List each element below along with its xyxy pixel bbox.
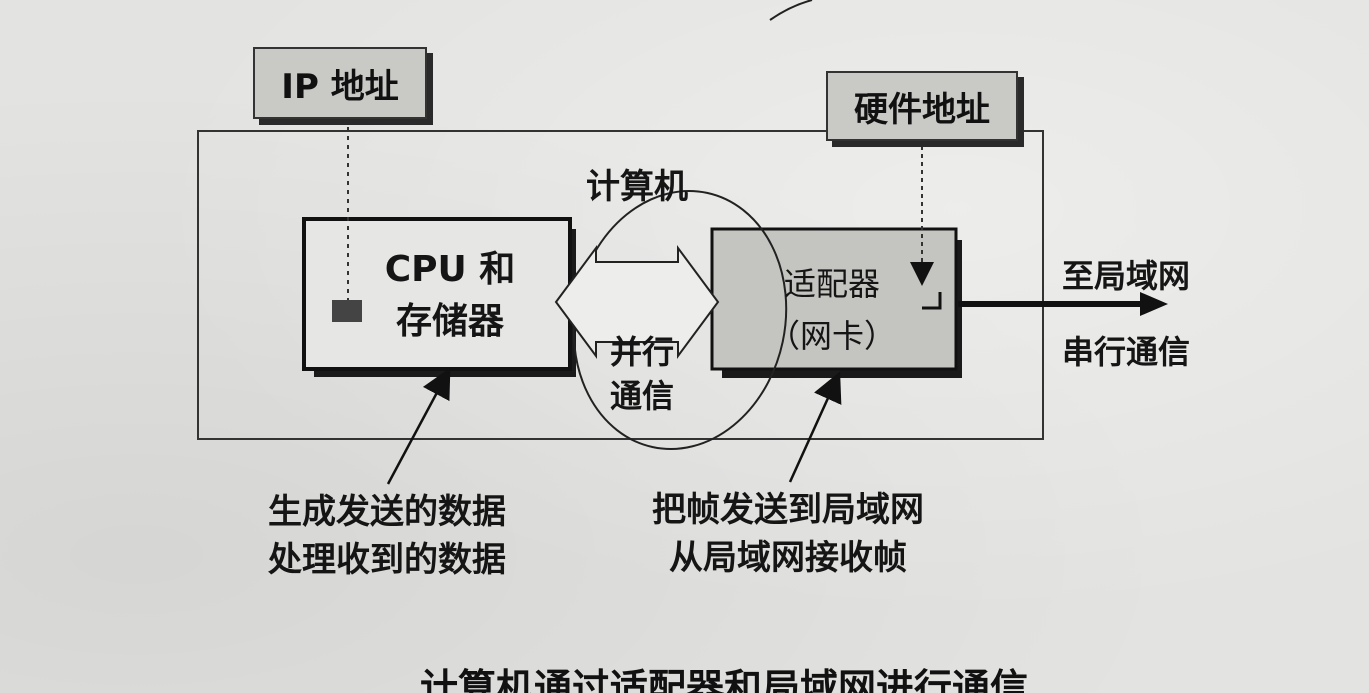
parallel-line2: 通信	[609, 377, 674, 415]
adapter-caption-line2: 从局域网接收帧	[669, 538, 907, 578]
ip-address-tag: IP 地址	[253, 47, 427, 119]
adapter-caption: 把帧发送到局域网 从局域网接收帧	[628, 486, 948, 582]
parallel-line1: 并行	[609, 333, 674, 371]
cpu-caption-arrow	[386, 367, 451, 485]
hardware-address-label: 硬件地址	[854, 89, 990, 130]
cpu-caption: 生成发送的数据 处理收到的数据	[232, 488, 542, 584]
parallel-comm-text: 并行 通信	[600, 330, 684, 418]
adapter-caption-arrow	[788, 371, 842, 483]
cpu-caption-line2: 处理收到的数据	[268, 540, 506, 580]
to-lan-label: 至局域网	[1062, 257, 1191, 295]
adapter-line1: 适配器	[783, 265, 880, 303]
cpu-memory-line2: 存储器	[395, 301, 504, 342]
parallel-double-arrow	[554, 244, 720, 360]
cpu-memory-text: CPU 和 存储器	[350, 244, 550, 348]
cpu-caption-line1: 生成发送的数据	[268, 492, 506, 532]
ip-address-marker	[332, 300, 362, 322]
hardware-address-corner	[922, 292, 942, 310]
cpu-memory-line1: CPU 和	[384, 249, 516, 290]
hardware-address-tag: 硬件地址	[826, 71, 1018, 141]
adapter-text: 适配器 （网卡）	[742, 258, 922, 362]
figure-caption: 计算机通过适配器和局域网进行通信	[420, 666, 1029, 693]
adapter-caption-line1: 把帧发送到局域网	[652, 490, 924, 530]
lan-arrow-head	[1140, 292, 1168, 316]
top-curve-mark	[769, 0, 813, 21]
adapter-line2: （网卡）	[767, 317, 896, 355]
computer-label: 计算机	[586, 167, 688, 207]
serial-comm-label: 串行通信	[1062, 333, 1191, 371]
computer-frame	[197, 130, 1044, 440]
ip-address-label: IP 地址	[281, 66, 399, 107]
cpu-memory-box	[302, 217, 572, 371]
adapter-box	[710, 227, 958, 371]
